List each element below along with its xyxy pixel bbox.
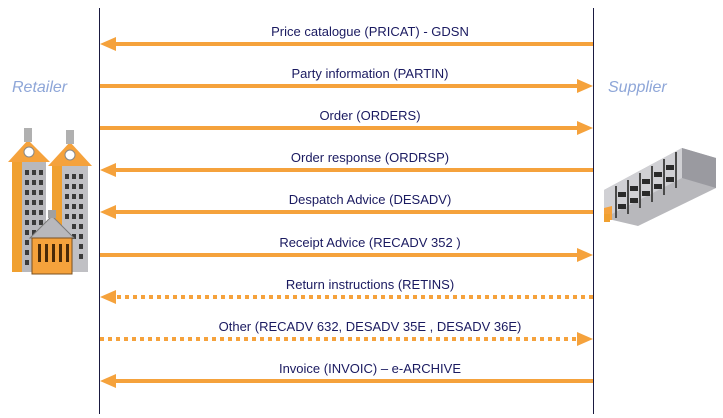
message-label: Other (RECADV 632, DESADV 35E , DESADV 3… bbox=[218, 319, 522, 334]
message-label: Order (ORDERS) bbox=[319, 108, 421, 123]
supplier-lifeline bbox=[593, 8, 594, 414]
message-arrowhead bbox=[100, 290, 116, 304]
message-label: Party information (PARTIN) bbox=[291, 66, 449, 81]
supplier-label: Supplier bbox=[608, 79, 667, 96]
message-arrowhead bbox=[100, 37, 116, 51]
message-arrowhead bbox=[577, 332, 593, 346]
message-arrowhead bbox=[577, 248, 593, 262]
message-label: Price catalogue (PRICAT) - GDSN bbox=[271, 24, 469, 39]
supplier-building-icon bbox=[604, 148, 716, 226]
message-arrowhead bbox=[577, 121, 593, 135]
retailer-label: Retailer bbox=[12, 79, 68, 96]
message-arrowhead bbox=[100, 374, 116, 388]
message-label: Invoice (INVOIC) – e-ARCHIVE bbox=[278, 361, 462, 376]
message-arrowhead bbox=[100, 163, 116, 177]
message-label: Order response (ORDRSP) bbox=[290, 150, 450, 165]
retailer-buildings-icon bbox=[8, 128, 92, 275]
message-label: Despatch Advice (DESADV) bbox=[288, 192, 452, 207]
message-label: Return instructions (RETINS) bbox=[285, 277, 455, 292]
message-arrowhead bbox=[100, 205, 116, 219]
retailer-lifeline bbox=[99, 8, 100, 414]
message-label: Receipt Advice (RECADV 352 ) bbox=[279, 235, 461, 250]
message-arrowhead bbox=[577, 79, 593, 93]
